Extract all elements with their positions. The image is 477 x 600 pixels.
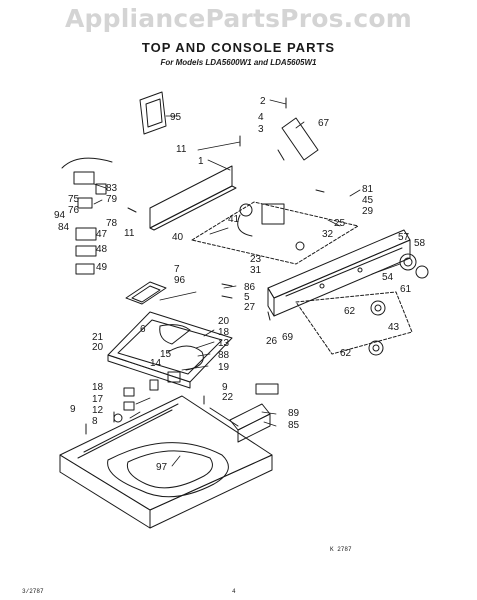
knob-62-upper	[370, 300, 386, 316]
callout-84: 84	[58, 222, 70, 233]
callout-86: 86	[244, 282, 256, 293]
callout-88: 88	[218, 350, 230, 361]
leader-lines	[93, 99, 401, 467]
callout-9-left: 9	[70, 404, 76, 415]
lid-hinge-part	[125, 281, 167, 305]
timer-assembly	[237, 203, 305, 251]
doc-code: 3/2787	[22, 588, 44, 595]
callout-22: 22	[222, 392, 234, 403]
callout-95: 95	[170, 112, 182, 123]
switch-cluster-left	[73, 171, 107, 275]
callout-79: 79	[106, 194, 118, 205]
callout-76: 76	[68, 205, 80, 216]
callout-1: 1	[198, 156, 204, 167]
callout-20: 20	[218, 316, 230, 327]
callout-7: 7	[174, 264, 180, 275]
escutcheon-95	[139, 91, 167, 135]
knob-62-lower	[368, 340, 384, 356]
callout-18: 18	[218, 327, 230, 338]
callout-32: 32	[322, 229, 334, 240]
callout-26: 26	[266, 336, 278, 347]
watermark: AppliancePartsPros.com	[64, 4, 413, 33]
callout-75: 75	[68, 194, 80, 205]
callout-41: 41	[228, 214, 240, 225]
callout-12: 12	[92, 405, 104, 416]
callout-6: 6	[140, 324, 146, 335]
page-number: 4	[232, 588, 236, 595]
callout-48: 48	[96, 244, 108, 255]
callout-29: 29	[362, 206, 374, 217]
callout-labels: 95 2 4 67 3 11 1 83 75 79 76 94 78 84 11…	[54, 96, 426, 473]
callout-23: 23	[250, 254, 262, 265]
callout-21: 21	[92, 332, 104, 343]
callout-62-lower: 62	[340, 348, 352, 359]
fasteners	[85, 97, 325, 435]
callout-2: 2	[260, 96, 266, 107]
callout-43: 43	[388, 322, 400, 333]
right-lower-parts	[209, 383, 279, 443]
callout-13: 13	[218, 338, 230, 349]
callout-19: 19	[218, 362, 230, 373]
callout-81: 81	[362, 184, 374, 195]
figure-code: K 2787	[330, 546, 352, 553]
callout-9: 9	[222, 382, 228, 393]
lid-assembly	[107, 311, 233, 389]
knob-58	[415, 265, 429, 279]
callout-83: 83	[106, 183, 118, 194]
washer-top-panel	[59, 395, 273, 529]
callout-18-lower: 18	[92, 382, 104, 393]
callout-14: 14	[150, 358, 162, 369]
callout-11-lower: 11	[124, 228, 135, 239]
callout-31: 31	[250, 265, 262, 276]
callout-49: 49	[96, 262, 108, 273]
callout-94: 94	[54, 210, 66, 221]
console-panel	[149, 165, 237, 231]
lid-switch-harness	[113, 345, 204, 423]
callout-15: 15	[160, 349, 172, 360]
callout-61: 61	[400, 284, 412, 295]
callout-11: 11	[176, 144, 187, 155]
callout-67: 67	[318, 118, 330, 129]
callout-27: 27	[244, 302, 256, 313]
control-panel-54	[267, 229, 411, 317]
callout-54: 54	[382, 272, 394, 283]
callout-58: 58	[414, 238, 426, 249]
callout-96: 96	[174, 275, 186, 286]
callout-45: 45	[362, 195, 374, 206]
callout-62: 62	[344, 306, 356, 317]
callout-97: 97	[156, 462, 168, 473]
diagram-subtitle: For Models LDA5600W1 and LDA5605W1	[160, 58, 317, 67]
callout-57: 57	[398, 232, 410, 243]
callout-5: 5	[244, 292, 250, 303]
callout-85: 85	[288, 420, 300, 431]
callout-40: 40	[172, 232, 184, 243]
callout-69: 69	[282, 332, 294, 343]
diagram-title: TOP AND CONSOLE PARTS	[141, 40, 336, 55]
callout-47: 47	[96, 229, 108, 240]
callout-25: 25	[334, 218, 346, 229]
callout-8: 8	[92, 416, 98, 427]
callout-4: 4	[258, 112, 264, 123]
callout-17: 17	[92, 394, 104, 405]
callout-78: 78	[106, 218, 118, 229]
ring-57	[399, 253, 417, 271]
callout-89: 89	[288, 408, 300, 419]
bracket-67	[281, 117, 319, 161]
callout-20-left: 20	[92, 342, 104, 353]
callout-3: 3	[258, 124, 264, 135]
